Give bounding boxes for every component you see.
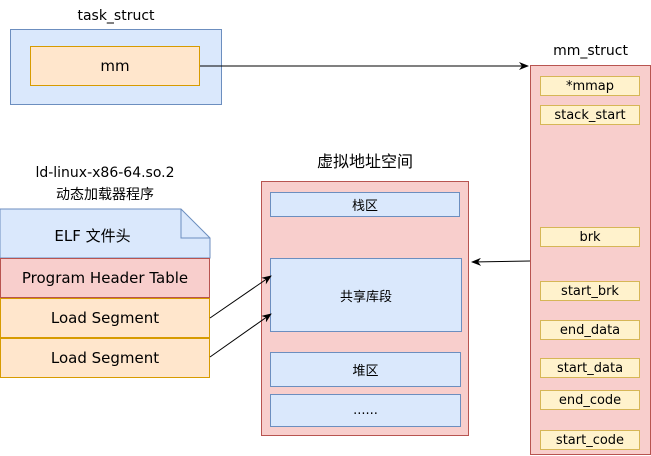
arrow-segment2-to-shared-lib [209,313,272,358]
mm-field-start-code: start_code [540,430,640,450]
mm-field-end-code: end_code [540,390,640,410]
elf-program-header-table: Program Header Table [0,258,210,298]
vas-region-shared-lib: 共享库段 [270,258,462,332]
mm-field-mmap: *mmap [540,76,640,96]
task-struct-title: task_struct [77,8,155,24]
elf-header-label: ELF 文件头 [54,226,131,245]
elf-load-segment-2: Load Segment [0,338,210,378]
elf-caption-line1: ld-linux-x86-64.so.2 [35,165,175,181]
vas-region-more: ...... [270,394,461,427]
mm-field-stack-start: stack_start [540,105,640,125]
vas-title: 虚拟地址空间 [316,152,413,171]
mm-field-end-data: end_data [540,320,640,340]
elf-caption-line2: 动态加载器程序 [56,187,154,203]
mm-field-start-data: start_data [540,358,640,378]
vas-region-stack: 栈区 [270,192,460,217]
arrow-segment1-to-shared-lib [209,275,272,319]
elf-load-segment-1: Load Segment [0,298,210,338]
mm-field-start-brk: start_brk [540,281,640,301]
mm-field: mm [30,46,200,86]
arrow-brk-to-shared-lib [471,257,531,266]
mm-struct-title: mm_struct [553,43,628,59]
vas-region-heap: 堆区 [270,352,461,387]
mm-field-brk: brk [540,227,640,247]
